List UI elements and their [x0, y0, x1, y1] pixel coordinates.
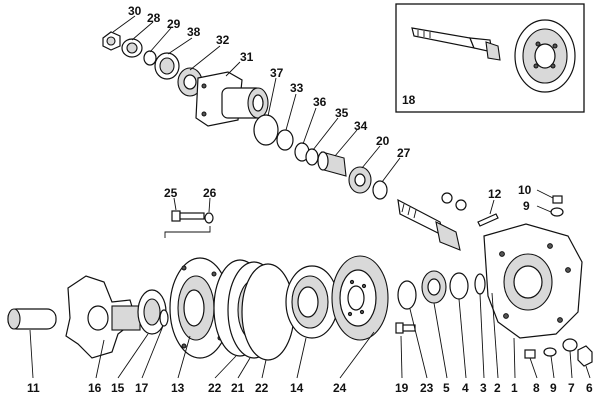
part-pinion-shaft	[397, 198, 461, 251]
part-6-plug	[577, 345, 593, 367]
callout-9-upper: 9	[523, 199, 530, 213]
callout-17: 17	[135, 381, 149, 395]
callout-35: 35	[335, 106, 349, 120]
part-4-ring	[449, 272, 469, 300]
callout-6: 6	[586, 381, 593, 395]
part-9-washer-lower	[543, 347, 557, 357]
callout-28: 28	[147, 11, 161, 25]
part-30-nut	[102, 31, 121, 51]
part-20-bearing	[348, 166, 372, 194]
part-1-casing	[483, 223, 583, 339]
part-10-plug	[550, 195, 564, 217]
callout-1: 1	[511, 381, 518, 395]
part-16-hub-flange	[65, 275, 141, 359]
leader-lines	[29, 15, 591, 379]
callout-29: 29	[167, 17, 181, 31]
callout-15: 15	[111, 381, 125, 395]
part-25-bolt	[171, 210, 205, 222]
part-17-ring	[159, 309, 169, 327]
callout-labels: 30 28 29 38 32 31 37 33 36 35 34 20 27 2…	[27, 4, 593, 395]
inset-pinion-shaft	[411, 27, 501, 61]
callout-31: 31	[240, 50, 254, 64]
part-3-washer	[474, 273, 486, 295]
part-8-bolt	[524, 349, 536, 359]
callout-36: 36	[313, 95, 327, 109]
part-35-washer	[305, 148, 319, 166]
callout-32: 32	[216, 33, 230, 47]
part-24-crown-gear	[331, 255, 389, 341]
callout-37: 37	[270, 66, 284, 80]
part-13-cover	[169, 257, 231, 359]
callout-25: 25	[164, 186, 178, 200]
callout-12: 12	[488, 187, 502, 201]
callout-20: 20	[376, 134, 390, 148]
part-32-bearing	[177, 67, 203, 97]
callout-26: 26	[203, 186, 217, 200]
callout-11: 11	[27, 381, 40, 395]
callout-30: 30	[128, 4, 142, 18]
part-22-gasket-right	[241, 263, 295, 361]
part-26-washer	[204, 212, 214, 224]
callout-13: 13	[171, 381, 185, 395]
callout-8: 8	[533, 381, 540, 395]
part-19-bolt	[395, 322, 416, 334]
part-7-washer	[562, 338, 578, 352]
callout-27: 27	[397, 146, 411, 160]
part-5-bearing	[421, 270, 447, 304]
bracket-line	[164, 226, 211, 238]
part-11-axle-pin	[7, 308, 57, 330]
part-33-ring	[276, 129, 294, 151]
part-38-bearing	[154, 52, 180, 80]
part-28-washer	[121, 38, 143, 58]
callout-7: 7	[568, 381, 575, 395]
part-29-ring	[143, 50, 157, 66]
part-14-bearing	[285, 265, 339, 339]
callout-19: 19	[395, 381, 409, 395]
callout-16: 16	[88, 381, 102, 395]
callout-9-lower: 9	[550, 381, 557, 395]
callout-38: 38	[187, 25, 201, 39]
callout-22-left: 22	[208, 381, 222, 395]
small-washers-upper	[441, 192, 467, 211]
callout-3: 3	[480, 381, 487, 395]
callout-10: 10	[518, 183, 532, 197]
part-12-pin	[477, 213, 499, 227]
inset-crown-wheel	[514, 19, 576, 93]
callout-23: 23	[420, 381, 434, 395]
callout-33: 33	[290, 81, 304, 95]
part-27-ring	[372, 180, 388, 200]
inset-crown-pinion: 18	[395, 3, 585, 113]
callout-5: 5	[443, 381, 450, 395]
part-31-housing	[195, 71, 269, 127]
callout-22-right: 22	[255, 381, 269, 395]
part-23-ring	[397, 280, 417, 310]
callout-14: 14	[290, 381, 304, 395]
callout-4: 4	[462, 381, 469, 395]
callout-2: 2	[494, 381, 501, 395]
callout-21: 21	[231, 381, 245, 395]
callout-24: 24	[333, 381, 347, 395]
callout-34: 34	[354, 119, 368, 133]
part-37-oring	[253, 114, 279, 146]
inset-label: 18	[402, 93, 416, 107]
part-34-sleeve	[317, 151, 347, 177]
